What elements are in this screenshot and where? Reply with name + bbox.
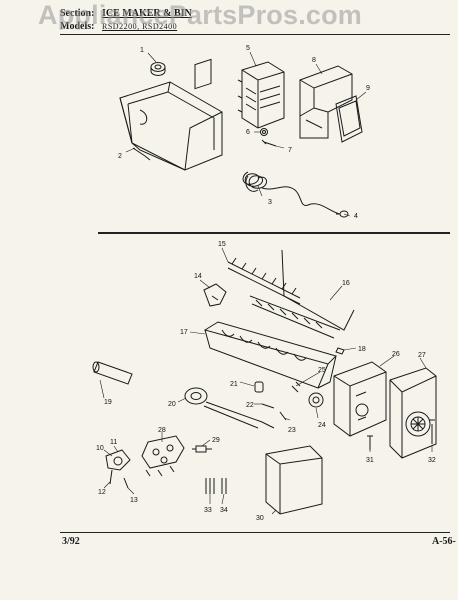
callout-3: 3 [268, 199, 272, 206]
callout-6: 6 [246, 129, 250, 136]
part-6-nut[interactable] [260, 128, 268, 136]
callout-28: 28 [158, 427, 166, 434]
part-32-screw[interactable] [429, 419, 435, 444]
part-4-fitting[interactable] [336, 210, 349, 218]
part-2-ice-bin[interactable] [119, 58, 223, 171]
callout-4: 4 [354, 213, 358, 220]
callout-14: 14 [194, 273, 202, 280]
part-28-thermostat[interactable] [141, 435, 185, 477]
part-22-screw[interactable] [261, 403, 275, 409]
models-list: RSD2200, RSD2400 [102, 22, 178, 31]
footer-page-number: A-56- [432, 536, 456, 547]
part-10-switch[interactable] [105, 449, 131, 471]
callout-2: 2 [118, 153, 122, 160]
callout-23: 23 [288, 427, 296, 434]
part-18-clip[interactable] [335, 347, 345, 355]
callout-32: 32 [428, 457, 436, 464]
part-23-screw[interactable] [279, 411, 287, 421]
part-15-ejector[interactable] [227, 257, 301, 305]
callout-25: 25 [318, 367, 326, 374]
callout-17: 17 [180, 329, 188, 336]
callout-30: 30 [256, 515, 264, 522]
callout-12: 12 [98, 489, 106, 496]
callout-7: 7 [288, 147, 292, 154]
section-label: Section: [60, 8, 95, 19]
callout-20: 20 [168, 401, 176, 408]
part-3-fill-tube[interactable] [242, 171, 341, 215]
callout-24: 24 [318, 422, 326, 429]
part-33-screws[interactable] [205, 478, 215, 494]
part-17-mold[interactable] [203, 295, 341, 389]
part-25-pin[interactable] [291, 381, 301, 393]
callout-27: 27 [418, 352, 426, 359]
part-19-heater[interactable] [92, 361, 133, 385]
callout-11: 11 [110, 439, 117, 446]
footer-rule [60, 532, 450, 533]
callout-33: 33 [204, 507, 212, 514]
callout-15: 15 [218, 241, 226, 248]
section-title: ICE MAKER & BIN [102, 8, 192, 19]
part-16-wire-bracket[interactable] [281, 249, 355, 331]
part-8-duct[interactable] [299, 65, 353, 139]
part-7-screw[interactable] [261, 139, 277, 147]
diagram-header: Section: ICE MAKER & BIN Models: RSD2200… [60, 8, 450, 34]
part-5-fill-cup[interactable] [237, 61, 285, 129]
callout-9: 9 [366, 85, 370, 92]
callout-19: 19 [104, 399, 112, 406]
part-9-flap[interactable] [335, 95, 363, 143]
callout-13: 13 [130, 497, 138, 504]
callout-16: 16 [342, 280, 350, 287]
callout-5: 5 [246, 45, 250, 52]
header-rule [60, 34, 450, 35]
section-divider [98, 232, 450, 234]
models-label: Models: [60, 21, 95, 32]
callout-21: 21 [230, 381, 238, 388]
footer-date: 3/92 [62, 536, 80, 547]
part-20-shut-off-arm[interactable] [184, 387, 275, 429]
part-34-screws[interactable] [221, 478, 227, 494]
callout-10: 10 [96, 445, 104, 452]
callout-26: 26 [392, 351, 400, 358]
part-24-gear[interactable] [308, 392, 324, 408]
callout-18: 18 [358, 346, 366, 353]
callout-34: 34 [220, 507, 228, 514]
part-12-lever[interactable] [109, 469, 113, 485]
callout-8: 8 [312, 57, 316, 64]
callout-22: 22 [246, 402, 254, 409]
part-30-insulation-pad[interactable] [265, 445, 323, 515]
part-1-knob[interactable] [150, 62, 166, 76]
part-29-fuse[interactable] [192, 445, 212, 453]
part-26-housing[interactable] [333, 361, 387, 437]
callout-29: 29 [212, 437, 220, 444]
callout-1: 1 [140, 47, 144, 54]
callout-31: 31 [366, 457, 374, 464]
part-14-stripper[interactable] [203, 283, 227, 307]
part-27-cover[interactable] [389, 367, 437, 459]
part-31-screw[interactable] [367, 435, 373, 450]
part-13-screw[interactable] [123, 477, 129, 489]
part-21-spacer[interactable] [254, 381, 264, 393]
